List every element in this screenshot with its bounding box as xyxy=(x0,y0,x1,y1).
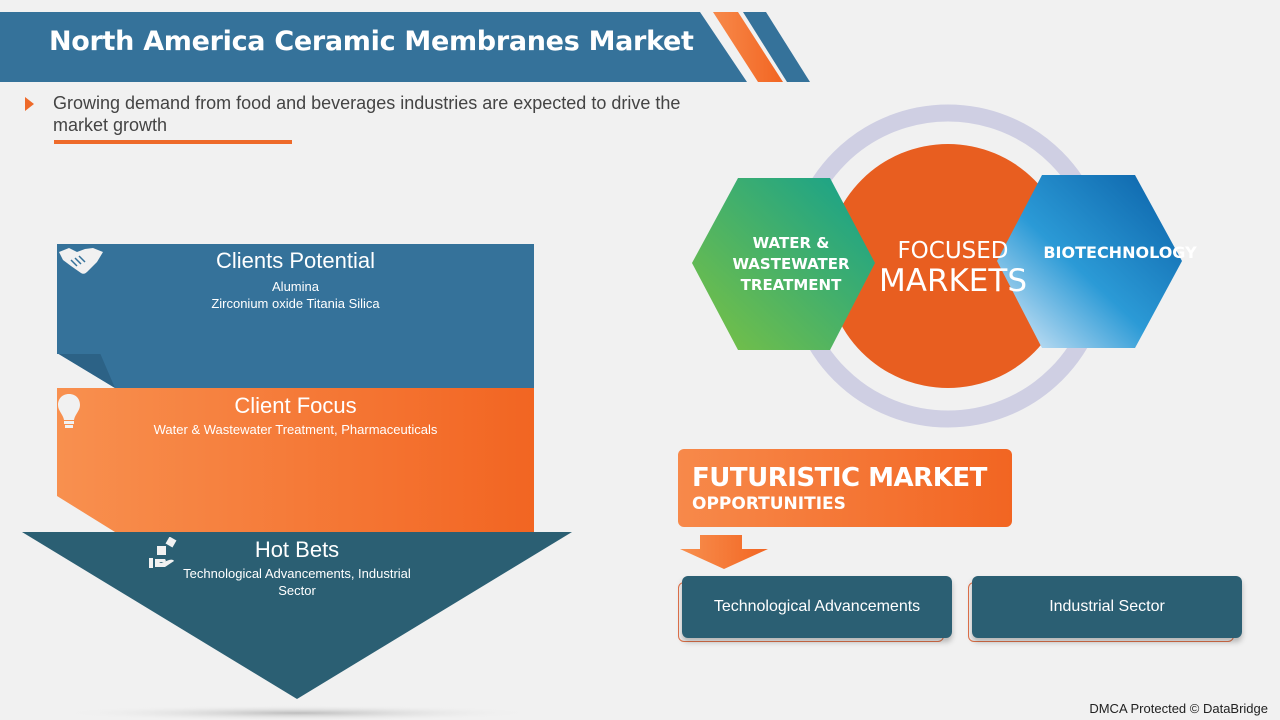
lightbulb-icon xyxy=(58,394,80,428)
center-label-line1: FOCUSED xyxy=(897,238,1009,264)
opportunity-card-industrial-sector: Industrial Sector xyxy=(968,576,1242,642)
focused-markets-shapes xyxy=(692,104,1182,428)
hex-label-line: TREATMENT xyxy=(740,276,842,294)
banner-shape xyxy=(0,12,810,82)
tier-title: Clients Potential xyxy=(216,248,375,273)
tier-desc-line: Technological Advancements, Industrial xyxy=(183,566,411,581)
tier-hot-bets: Hot Bets Technological Advancements, Ind… xyxy=(147,537,447,599)
hex-label-line: WASTEWATER xyxy=(732,255,850,273)
client-funnel: Clients Potential Alumina Zirconium oxid… xyxy=(0,0,600,720)
market-hex-water-treatment: WATER & WASTEWATER TREATMENT xyxy=(710,233,872,296)
footer-copyright: DMCA Protected © DataBridge xyxy=(1089,701,1268,716)
header-banner: North America Ceramic Membranes Market xyxy=(0,12,810,82)
opportunity-card-technological-advancements: Technological Advancements xyxy=(678,576,952,642)
funnel-shapes xyxy=(22,244,572,720)
dice-hand-icon xyxy=(149,537,177,568)
futuristic-title: FUTURISTIC MARKET xyxy=(692,463,987,493)
tier-desc-line: Water & Wastewater Treatment, Pharmaceut… xyxy=(153,422,438,437)
down-arrow-icon xyxy=(680,535,768,569)
focused-markets-center: FOCUSED MARKETS xyxy=(878,238,1028,298)
center-label-line2: MARKETS xyxy=(878,263,1028,299)
tier-title: Client Focus xyxy=(234,393,357,418)
market-hex-biotechnology: BIOTECHNOLOGY xyxy=(1043,243,1197,262)
tier-desc-line: Sector xyxy=(278,583,316,598)
subtitle-underline xyxy=(54,140,292,144)
hex-label-line: WATER & xyxy=(752,234,830,252)
tier-title: Hot Bets xyxy=(254,537,340,562)
tier-client-focus: Client Focus Water & Wastewater Treatmen… xyxy=(57,393,534,438)
tier-clients-potential: Clients Potential Alumina Zirconium oxid… xyxy=(57,246,534,312)
tier-desc-line: Alumina xyxy=(272,279,319,294)
page-title: North America Ceramic Membranes Market xyxy=(49,26,694,57)
subtitle-text: Growing demand from food and beverages i… xyxy=(53,93,681,135)
futuristic-subtitle: OPPORTUNITIES xyxy=(692,494,846,514)
tier-desc-line: Zirconium oxide Titania Silica xyxy=(211,296,380,311)
bullet-arrow-icon xyxy=(25,97,34,111)
futuristic-opportunities-header: FUTURISTIC MARKET OPPORTUNITIES xyxy=(678,449,1012,527)
focused-markets-diagram: WATER & WASTEWATER TREATMENT FOCUSED MAR… xyxy=(680,100,1240,440)
handshake-icon xyxy=(59,248,103,274)
